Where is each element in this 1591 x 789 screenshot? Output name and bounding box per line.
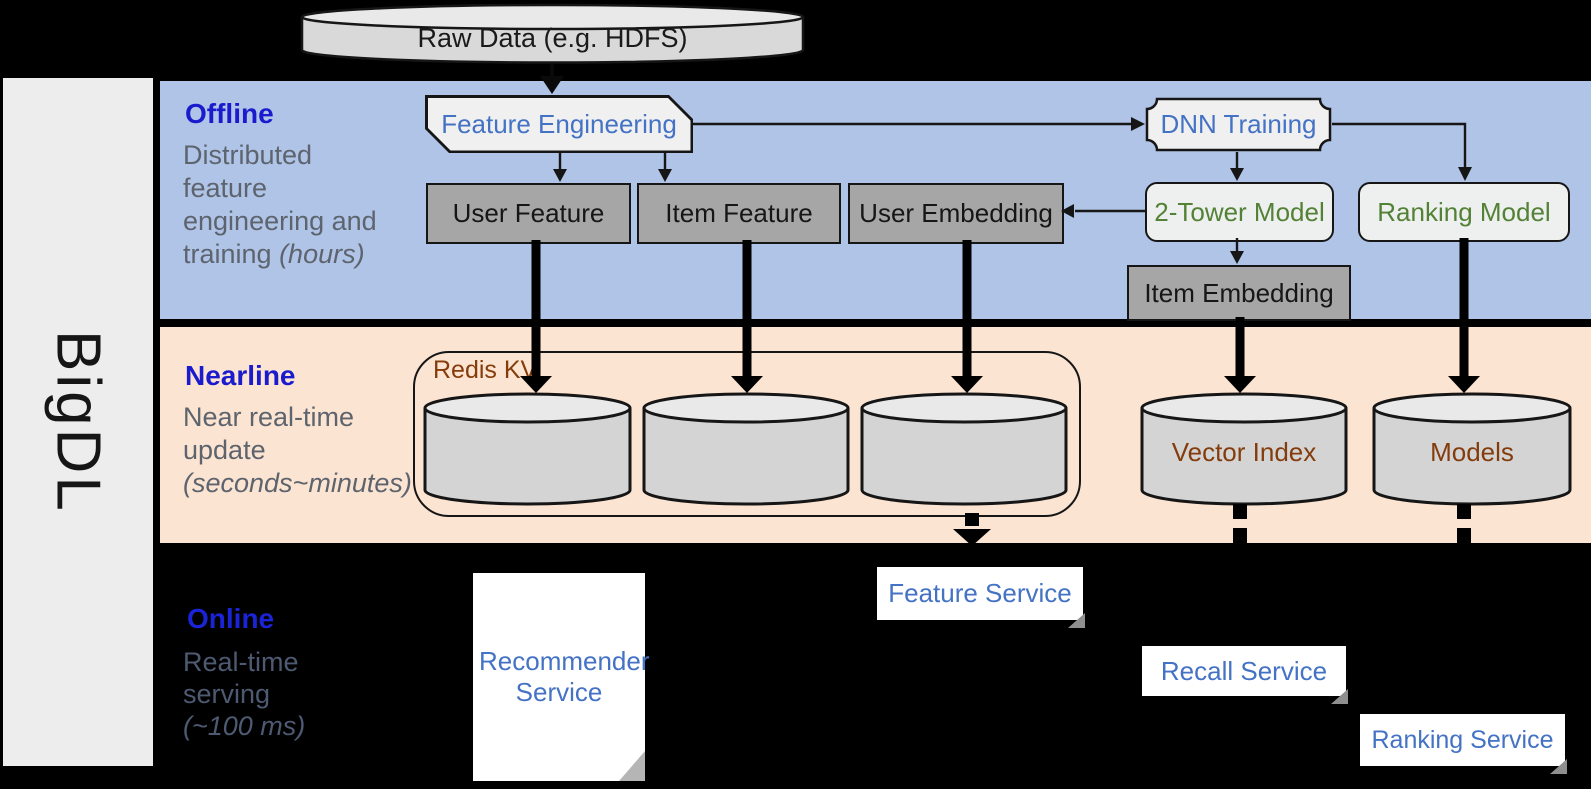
bigdl-label: BigDL: [43, 330, 113, 514]
two-tower-model-node: 2-Tower Model: [1145, 182, 1334, 242]
folded-corner-icon: [619, 751, 645, 781]
folded-corner-icon: [1550, 759, 1567, 774]
feature-service-node: Feature Service: [877, 567, 1085, 628]
bigdl-sidebar: BigDL: [3, 78, 153, 766]
models-label: Models: [1430, 437, 1514, 467]
recall-service-node: Recall Service: [1142, 646, 1348, 704]
recall-service-label: Recall Service: [1160, 655, 1328, 686]
vector-index-label: Vector Index: [1171, 437, 1317, 467]
kv-store-cylinder-1-icon: [423, 392, 632, 506]
nearline-description: Near real-time update (seconds~minutes): [183, 401, 423, 500]
online-desc-text: Real-time serving: [183, 647, 299, 709]
raw-data-cylinder-icon: [300, 3, 805, 64]
online-desc-note: (~100 ms): [183, 711, 306, 741]
ranking-service-label: Ranking Service: [1371, 725, 1554, 754]
dnn-training-node: DNN Training: [1145, 97, 1332, 152]
nearline-desc-text: Near real-time update: [183, 402, 355, 465]
user-feature-node: User Feature: [426, 183, 631, 244]
folded-corner-icon: [1331, 689, 1348, 704]
redis-kv-label: Redis KV: [433, 356, 538, 384]
item-embedding-node: Item Embedding: [1127, 265, 1351, 321]
dnn-training-label: DNN Training: [1160, 109, 1317, 139]
feature-engineering-node: Feature Engineering: [425, 95, 693, 153]
ranking-service-node: Ranking Service: [1360, 714, 1567, 774]
offline-desc-text: Distributed feature engineering and trai…: [183, 140, 377, 269]
nearline-desc-note: (seconds~minutes): [183, 468, 412, 498]
kv-store-cylinder-3-icon: [860, 392, 1068, 506]
kv-store-cylinder-2-icon: [642, 392, 850, 506]
recommender-service-node: Recommender Service: [473, 573, 650, 781]
feature-engineering-label: Feature Engineering: [428, 98, 691, 151]
raw-data-label: Raw Data (e.g. HDFS): [417, 22, 688, 53]
recommender-service-label: Recommender Service: [479, 646, 650, 707]
ranking-model-node: Ranking Model: [1358, 182, 1570, 242]
online-description: Real-time serving (~100 ms): [183, 646, 333, 742]
offline-description: Distributed feature engineering and trai…: [183, 139, 388, 271]
online-title: Online: [187, 603, 275, 634]
offline-desc-note: (hours): [279, 239, 365, 269]
feature-service-label: Feature Service: [888, 578, 1072, 608]
plaque-shape-icon: [1145, 97, 1332, 152]
folded-corner-icon: [1068, 613, 1085, 628]
user-embedding-node: User Embedding: [848, 183, 1064, 244]
nearline-title: Nearline: [185, 360, 296, 391]
vector-index-cylinder-icon: [1140, 392, 1348, 506]
item-feature-node: Item Feature: [637, 183, 841, 244]
offline-title: Offline: [185, 98, 274, 129]
models-cylinder-icon: [1372, 392, 1572, 506]
